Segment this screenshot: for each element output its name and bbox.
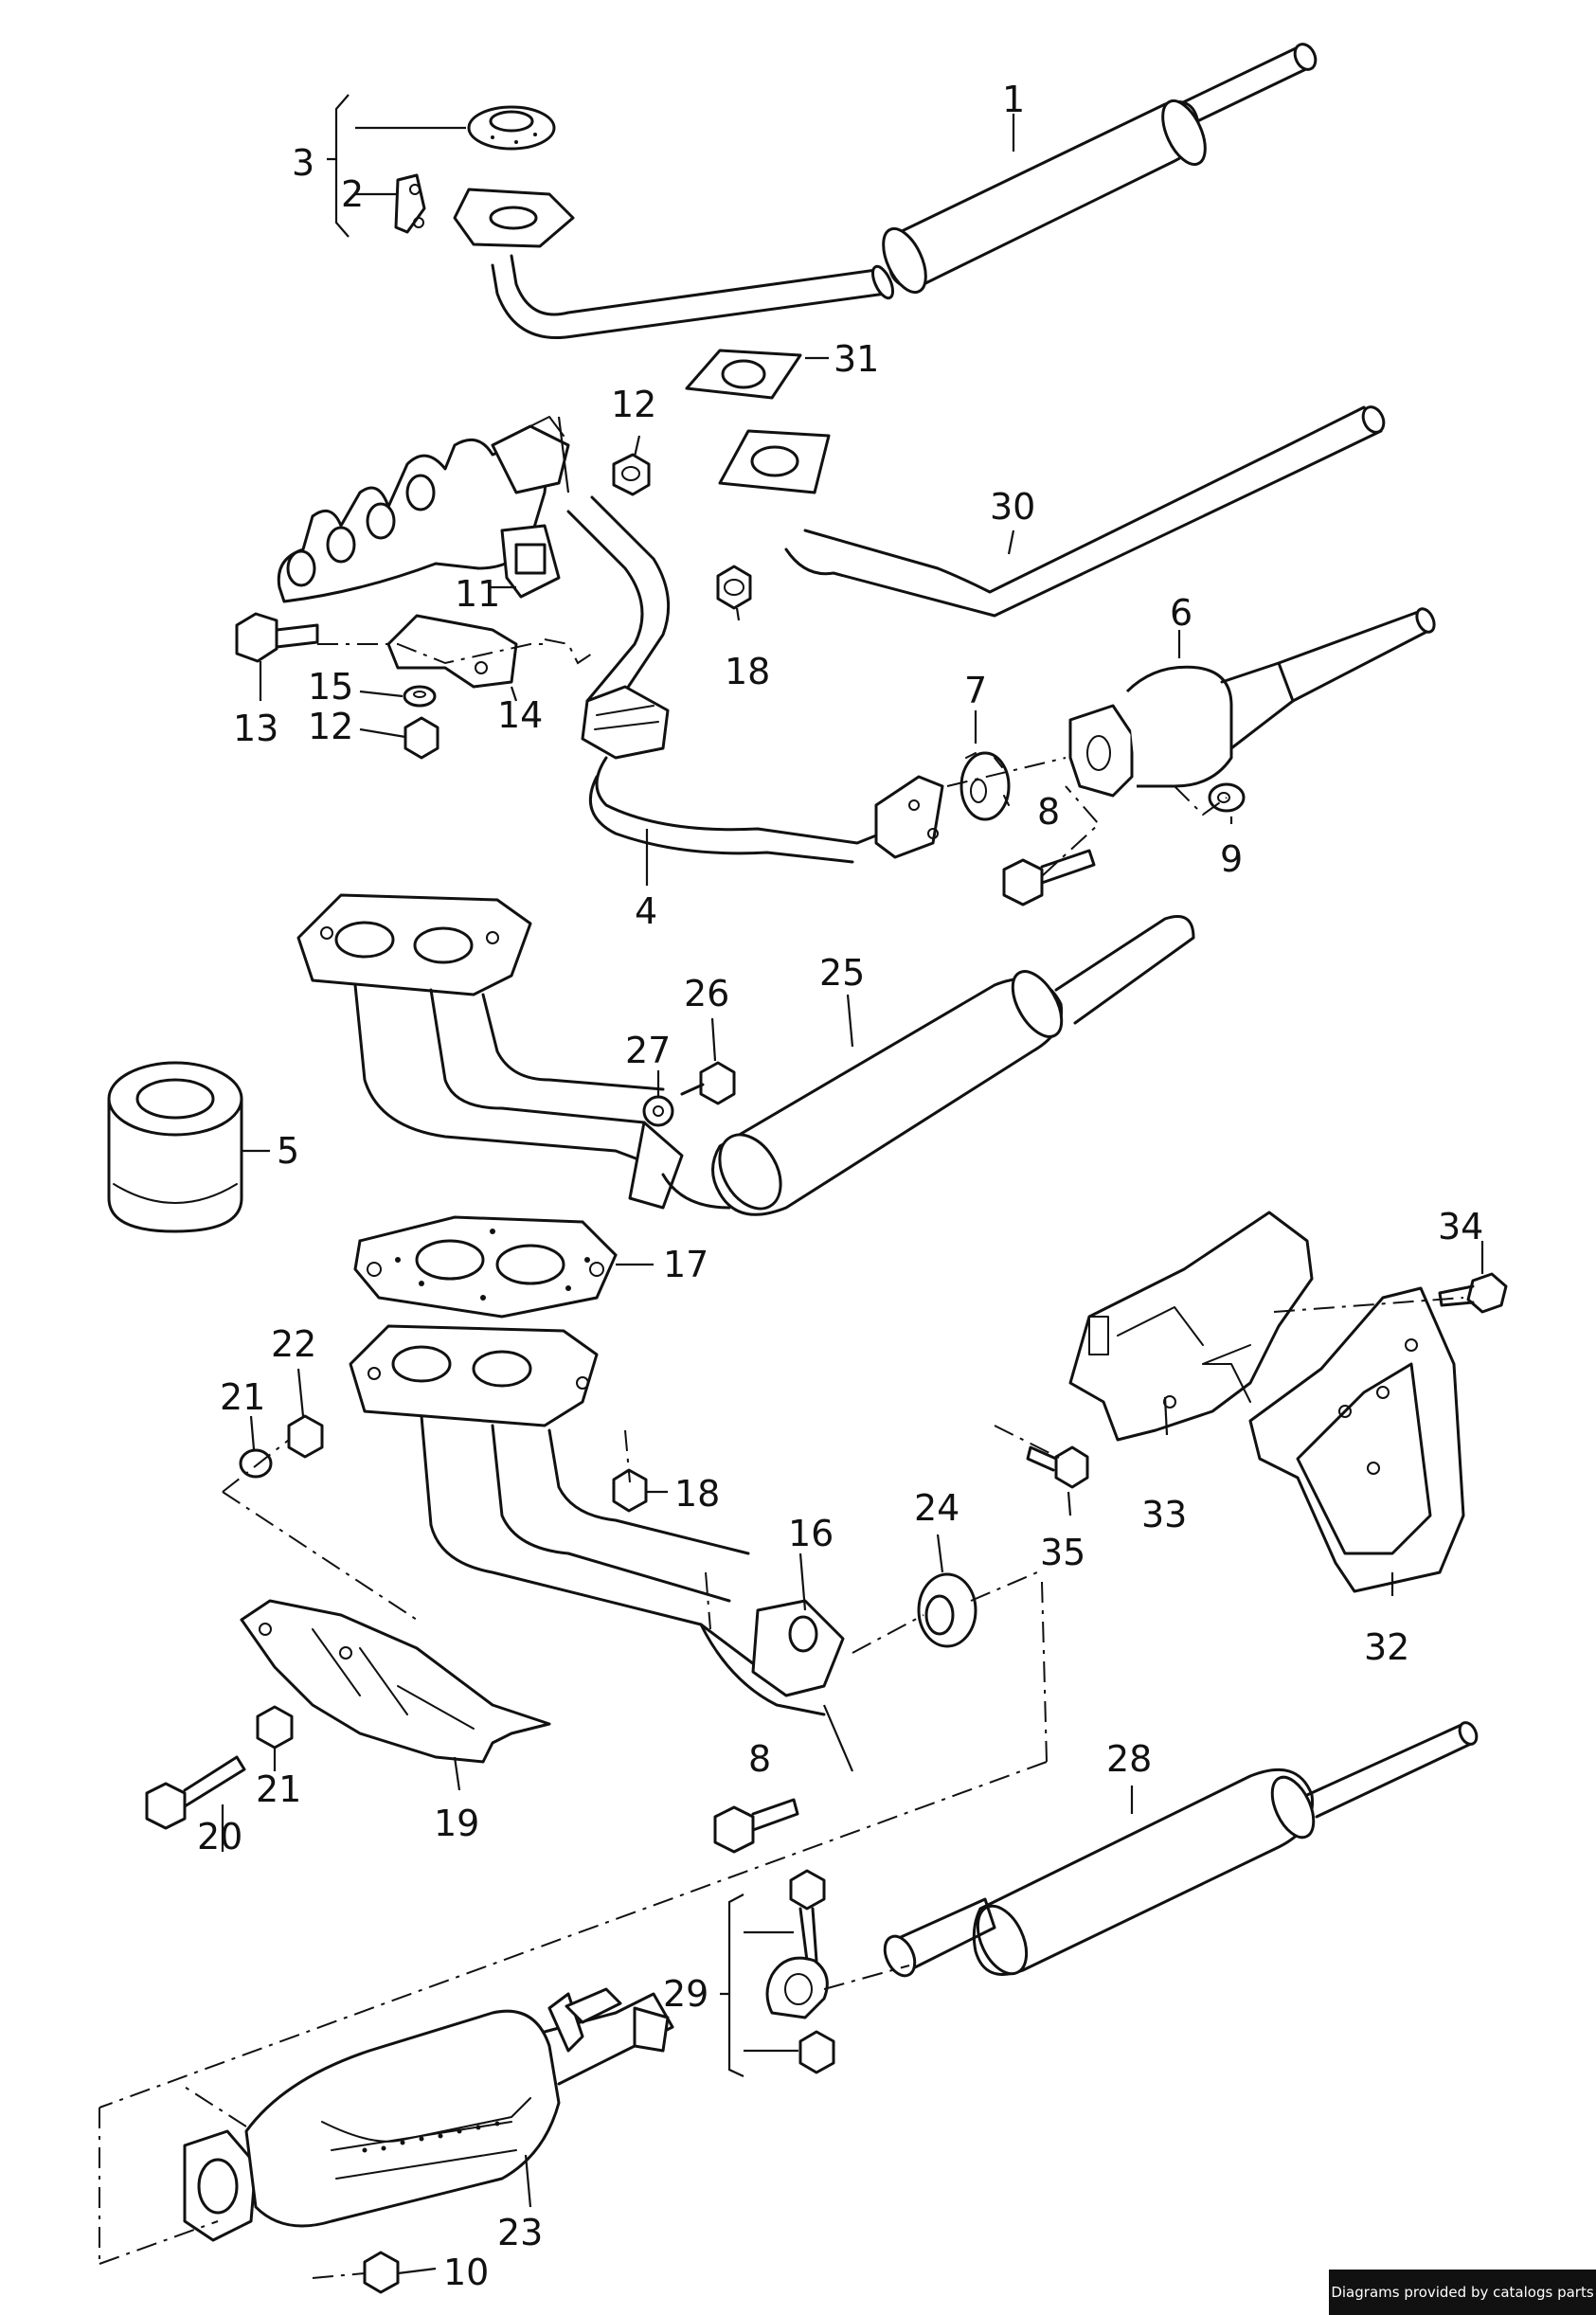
part-30-front-pipe: [718, 405, 1386, 618]
lower-manifold: [349, 1324, 845, 1716]
callout-15: 15: [308, 666, 353, 708]
part-4-front-pipe: [566, 495, 944, 864]
callout-24: 24: [914, 1487, 959, 1529]
part-34-bolt: [1438, 1272, 1508, 1314]
callout-17: 17: [663, 1244, 708, 1285]
callout-33: 33: [1141, 1494, 1187, 1535]
callout-10: 10: [443, 2252, 489, 2293]
part-26-bolt: [680, 1061, 736, 1105]
callout-labels: 1 2 3 4 5 6 7 8 9 10 11 12 13 14 15 12 1…: [197, 79, 1483, 2293]
callout-18-top: 18: [725, 651, 770, 692]
part-25-manifold-silencer: [296, 893, 1195, 1216]
callout-29: 29: [663, 1973, 708, 2015]
part-33-bracket: [1068, 1211, 1314, 1442]
part-18-nut-top: [716, 565, 752, 610]
callout-16: 16: [788, 1513, 834, 1554]
credit-badge: Diagrams provided by catalogs parts: [1329, 2270, 1596, 2315]
part-31-gasket: [685, 349, 802, 400]
callout-34: 34: [1438, 1206, 1483, 1247]
callout-21-top: 21: [220, 1376, 265, 1418]
callout-3: 3: [292, 142, 314, 184]
callout-19: 19: [434, 1803, 479, 1844]
callout-14: 14: [497, 694, 543, 736]
part-8-bolt-upper: [1002, 849, 1096, 906]
part-7-gasket-ring: [959, 751, 1011, 821]
part-13-bolt: [235, 612, 319, 663]
callout-28: 28: [1106, 1738, 1152, 1780]
part-20-bolt: [145, 1755, 246, 1830]
part-8-bolt-lower: [713, 1798, 799, 1854]
part-29-clamp: [765, 1869, 835, 2074]
exhaust-manifold: [277, 416, 570, 603]
part-14-bracket: [386, 614, 518, 689]
part-19-heat-shield: [240, 1599, 551, 1764]
part-22-nut: [287, 1414, 324, 1459]
callout-31: 31: [834, 338, 879, 380]
callout-8: 8: [1037, 791, 1060, 833]
part-23-catalytic-converter: [183, 1987, 674, 2294]
callout-5: 5: [277, 1130, 299, 1172]
part-28-silencer: [883, 1721, 1479, 1978]
callout-18-lower: 18: [674, 1473, 720, 1515]
part-5-sleeve: [107, 1061, 243, 1233]
callout-7: 7: [964, 670, 987, 711]
part-3-flange-set: [394, 105, 575, 248]
part-12-nut: [612, 453, 651, 496]
callout-12-lower: 12: [308, 706, 353, 747]
part-17-gasket: [353, 1215, 618, 1319]
part-24-ring: [917, 1572, 977, 1648]
callout-20: 20: [197, 1816, 242, 1857]
part-6-catalytic-converter: [1068, 607, 1436, 798]
callout-22: 22: [271, 1323, 316, 1365]
part-32-bracket: [1248, 1286, 1465, 1593]
part-21-washer: [256, 1705, 294, 1750]
callout-6: 6: [1170, 592, 1193, 634]
callout-9: 9: [1220, 838, 1243, 880]
callout-12: 12: [611, 384, 656, 425]
callout-2: 2: [341, 173, 364, 215]
callout-21-lower: 21: [256, 1768, 301, 1810]
part-12-nut-lower: [403, 716, 439, 760]
part-35-bolt: [1026, 1445, 1089, 1489]
callout-1: 1: [1002, 79, 1025, 120]
guide-lines: [99, 638, 1464, 2279]
part-15-washer: [403, 685, 437, 708]
callout-4: 4: [635, 890, 657, 932]
part-27-washer: [642, 1095, 674, 1127]
callout-8-lower: 8: [748, 1738, 771, 1780]
callout-27: 27: [625, 1030, 671, 1071]
callout-13: 13: [233, 708, 278, 749]
callout-11: 11: [455, 573, 500, 615]
leader-lines: [221, 94, 1484, 2275]
callout-26: 26: [684, 973, 729, 1014]
callout-35: 35: [1040, 1532, 1085, 1573]
part-1-rear-silencer: [491, 43, 1318, 339]
callout-25: 25: [819, 952, 865, 994]
callout-30: 30: [990, 486, 1035, 528]
callout-32: 32: [1364, 1626, 1409, 1668]
part-21-washer-top: [239, 1448, 273, 1479]
callout-23: 23: [497, 2212, 543, 2253]
